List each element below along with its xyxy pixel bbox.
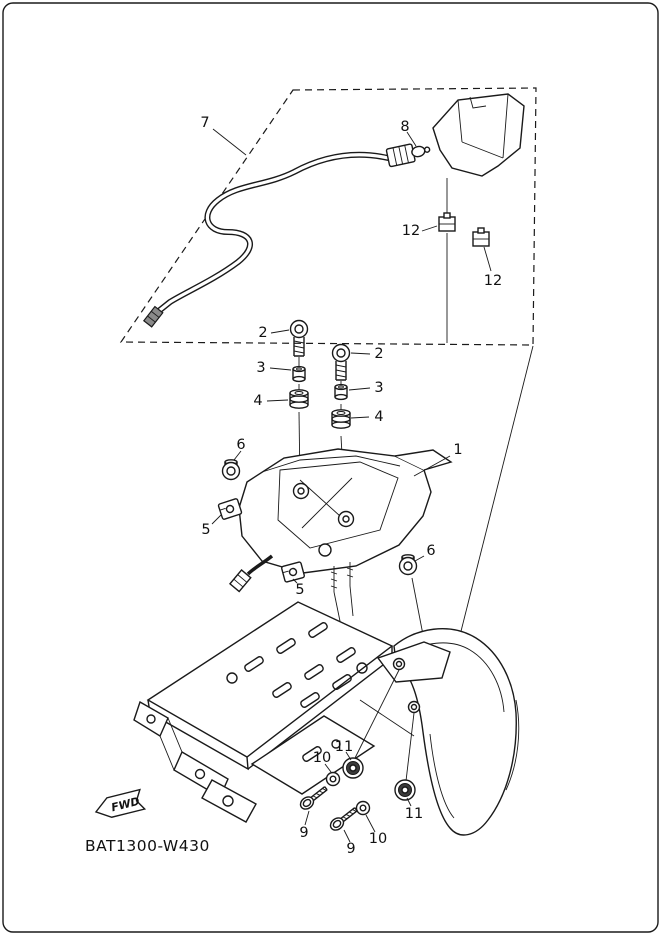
diagram-code: BAT1300-W430 bbox=[85, 837, 210, 855]
collar-3-a bbox=[292, 365, 306, 383]
alignment-leader-lines bbox=[298, 178, 534, 656]
washer-10-a bbox=[325, 771, 341, 787]
harness-connector bbox=[228, 569, 252, 593]
taillight-unit bbox=[228, 448, 453, 593]
callout-4-a: 4 bbox=[253, 393, 262, 409]
callout-4-b: 4 bbox=[374, 409, 383, 425]
screw-2-b bbox=[331, 343, 351, 381]
callout-11-a: 11 bbox=[335, 739, 353, 755]
callout-6-b: 6 bbox=[426, 543, 435, 559]
damper-4-b bbox=[331, 409, 351, 429]
fwd-direction-mark: FWD bbox=[94, 788, 147, 818]
rear-fender bbox=[393, 628, 517, 836]
fwd-arrow-icon bbox=[94, 788, 147, 818]
callout-labels: 7 8 12 12 2 2 3 3 4 4 6 6 5 5 1 9 9 10 1… bbox=[200, 115, 502, 857]
callout-9-a: 9 bbox=[299, 825, 308, 841]
harness-end-terminal bbox=[142, 305, 164, 328]
mounting-stud bbox=[346, 562, 354, 586]
clip-12-a bbox=[438, 212, 456, 232]
hardware-leader-lines bbox=[353, 669, 415, 782]
collar-3-b bbox=[334, 383, 348, 401]
rear-carrier-and-fender bbox=[133, 601, 520, 836]
bulb-socket bbox=[385, 143, 431, 168]
callout-2-a: 2 bbox=[258, 325, 267, 341]
damper-4-a bbox=[289, 389, 309, 409]
callout-6-a: 6 bbox=[236, 437, 245, 453]
bulb-icon bbox=[411, 145, 426, 158]
callout-5-b: 5 bbox=[295, 582, 304, 598]
bolt-9-b bbox=[329, 807, 358, 831]
grommet-6-b bbox=[398, 554, 418, 576]
bolt-9-a bbox=[299, 786, 328, 810]
clip-nut-5-b bbox=[281, 561, 305, 583]
callout-9-b: 9 bbox=[346, 841, 355, 857]
callout-10-b: 10 bbox=[369, 831, 387, 847]
callout-leader-lines bbox=[211, 128, 492, 843]
callout-12-a: 12 bbox=[402, 223, 420, 239]
clip-nut-5-a bbox=[217, 498, 243, 520]
grommet-11-a bbox=[342, 757, 364, 779]
callout-3-a: 3 bbox=[256, 360, 265, 376]
callout-10-a: 10 bbox=[313, 750, 331, 766]
callout-2-b: 2 bbox=[374, 346, 383, 362]
callout-3-b: 3 bbox=[374, 380, 383, 396]
fender-bracket bbox=[376, 641, 451, 683]
screw-2-a bbox=[289, 319, 309, 357]
callout-7: 7 bbox=[200, 115, 209, 131]
washer-10-b bbox=[355, 800, 371, 816]
callout-12-b: 12 bbox=[484, 273, 502, 289]
clip-12-b bbox=[472, 227, 490, 247]
grommet-6-a bbox=[221, 459, 241, 481]
callout-5-a: 5 bbox=[201, 522, 210, 538]
wire-harness bbox=[142, 151, 391, 328]
carrier-slots bbox=[244, 622, 356, 708]
subassembly-dashed-box bbox=[119, 87, 537, 346]
taillight-lens bbox=[432, 93, 525, 177]
grommet-11-b bbox=[394, 779, 416, 801]
callout-11-b: 11 bbox=[405, 806, 423, 822]
callout-1: 1 bbox=[453, 442, 462, 458]
mounting-stud bbox=[330, 566, 338, 592]
callout-8: 8 bbox=[400, 119, 409, 135]
